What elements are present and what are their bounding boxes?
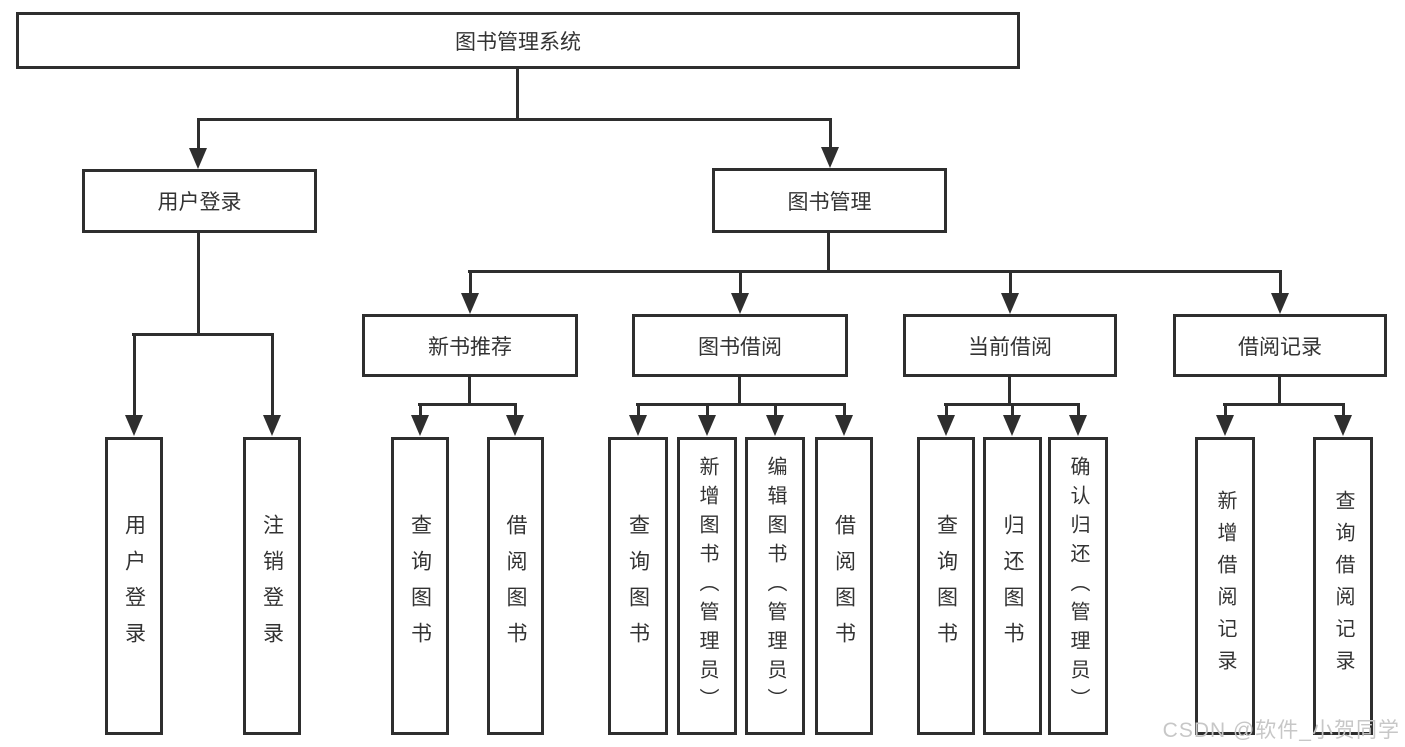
arrow-down-icon xyxy=(629,415,647,436)
diagram-node-label: 查询借阅记录 xyxy=(1332,490,1354,682)
connector-arrow-stem xyxy=(636,405,640,415)
connector-line xyxy=(1008,377,1011,406)
connector-line xyxy=(197,233,200,336)
connector-line xyxy=(197,118,832,121)
connector-arrow-stem xyxy=(1341,405,1345,415)
connector-arrow-stem xyxy=(944,405,948,415)
arrow-down-icon xyxy=(731,293,749,314)
connector-arrow-stem xyxy=(513,405,517,415)
diagram-node-query-borrow-record: 查询借阅记录 xyxy=(1313,437,1373,735)
diagram-node-root-system: 图书管理系统 xyxy=(16,12,1020,69)
connector-line xyxy=(827,233,830,272)
diagram-node-label: 图书管理 xyxy=(787,190,872,214)
diagram-node-add-borrow-record: 新增借阅记录 xyxy=(1195,437,1255,735)
diagram-node-borrow-books-borrow: 借阅图书 xyxy=(815,437,873,735)
connector-line xyxy=(468,270,1282,273)
diagram-node-label: 借阅图书 xyxy=(832,514,856,658)
diagram-node-borrow-books-rec: 借阅图书 xyxy=(487,437,544,735)
diagram-node-label: 图书管理系统 xyxy=(455,30,581,54)
diagram-node-label: 新增借阅记录 xyxy=(1214,490,1236,682)
diagram-node-book-borrowing: 图书借阅 xyxy=(632,314,848,377)
connector-arrow-stem xyxy=(196,120,200,148)
diagram-node-logout-leaf: 注销登录 xyxy=(243,437,301,735)
connector-arrow-stem xyxy=(270,335,274,415)
arrow-down-icon xyxy=(411,415,429,436)
diagram-node-current-borrowing: 当前借阅 xyxy=(903,314,1117,377)
diagram-node-label: 查询图书 xyxy=(626,514,650,658)
connector-arrow-stem xyxy=(1008,272,1012,293)
diagram-node-label: 借阅图书 xyxy=(504,514,527,658)
diagram-node-label: 新书推荐 xyxy=(428,335,512,359)
diagram-node-confirm-return-admin: 确认归还（管理员） xyxy=(1048,437,1108,735)
connector-arrow-stem xyxy=(773,405,777,415)
arrow-down-icon xyxy=(1271,293,1289,314)
connector-arrow-stem xyxy=(842,405,846,415)
arrow-down-icon xyxy=(698,415,716,436)
diagram-node-user-login: 用户登录 xyxy=(82,169,317,233)
diagram-node-user-login-leaf: 用户登录 xyxy=(105,437,163,735)
connector-line xyxy=(516,69,519,121)
diagram-node-add-books-admin: 新增图书（管理员） xyxy=(677,437,737,735)
diagram-node-query-books-current: 查询图书 xyxy=(917,437,975,735)
diagram-node-label: 当前借阅 xyxy=(968,335,1052,359)
connector-arrow-stem xyxy=(132,335,136,415)
diagram-node-query-books-rec: 查询图书 xyxy=(391,437,449,735)
arrow-down-icon xyxy=(1334,415,1352,436)
connector-arrow-stem xyxy=(468,272,472,293)
csdn-watermark: CSDN @软件_小贺同学 xyxy=(1162,719,1400,742)
diagram-node-edit-books-admin: 编辑图书（管理员） xyxy=(745,437,805,735)
connector-line xyxy=(944,403,1080,406)
diagram-node-label: 借阅记录 xyxy=(1238,335,1322,359)
connector-line xyxy=(468,377,471,406)
arrow-down-icon xyxy=(461,293,479,314)
arrow-down-icon xyxy=(821,147,839,168)
connector-line xyxy=(636,403,846,406)
connector-line xyxy=(1223,403,1345,406)
connector-arrow-stem xyxy=(418,405,422,415)
connector-line xyxy=(418,403,517,406)
connector-line xyxy=(132,333,274,336)
arrow-down-icon xyxy=(1001,293,1019,314)
diagram-node-label: 确认归还（管理员） xyxy=(1067,455,1089,717)
connector-arrow-stem xyxy=(1010,405,1014,415)
connector-arrow-stem xyxy=(1278,272,1282,293)
arrow-down-icon xyxy=(125,415,143,436)
arrow-down-icon xyxy=(835,415,853,436)
arrow-down-icon xyxy=(766,415,784,436)
connector-arrow-stem xyxy=(738,272,742,293)
diagram-node-label: 归还图书 xyxy=(1001,514,1024,658)
connector-arrow-stem xyxy=(705,405,709,415)
diagram-node-label: 注销登录 xyxy=(260,514,284,658)
arrow-down-icon xyxy=(1003,415,1021,436)
diagram-node-label: 用户登录 xyxy=(122,514,146,658)
arrow-down-icon xyxy=(937,415,955,436)
diagram-node-return-books: 归还图书 xyxy=(983,437,1042,735)
connector-arrow-stem xyxy=(828,120,832,147)
diagram-node-label: 新增图书（管理员） xyxy=(696,455,718,717)
arrow-down-icon xyxy=(263,415,281,436)
arrow-down-icon xyxy=(189,148,207,169)
connector-arrow-stem xyxy=(1223,405,1227,415)
arrow-down-icon xyxy=(506,415,524,436)
diagram-node-borrowing-records: 借阅记录 xyxy=(1173,314,1387,377)
diagram-node-label: 编辑图书（管理员） xyxy=(764,455,786,717)
arrow-down-icon xyxy=(1216,415,1234,436)
diagram-node-label: 图书借阅 xyxy=(698,335,782,359)
arrow-down-icon xyxy=(1069,415,1087,436)
diagram-node-query-books-borrow: 查询图书 xyxy=(608,437,668,735)
connector-arrow-stem xyxy=(1076,405,1080,415)
diagram-node-label: 用户登录 xyxy=(157,191,242,214)
diagram-node-label: 查询图书 xyxy=(408,514,432,658)
connector-line xyxy=(738,377,741,406)
connector-line xyxy=(1278,377,1281,406)
diagram-node-label: 查询图书 xyxy=(934,514,958,658)
diagram-node-new-book-recommend: 新书推荐 xyxy=(362,314,578,377)
diagram-node-book-management: 图书管理 xyxy=(712,168,947,233)
